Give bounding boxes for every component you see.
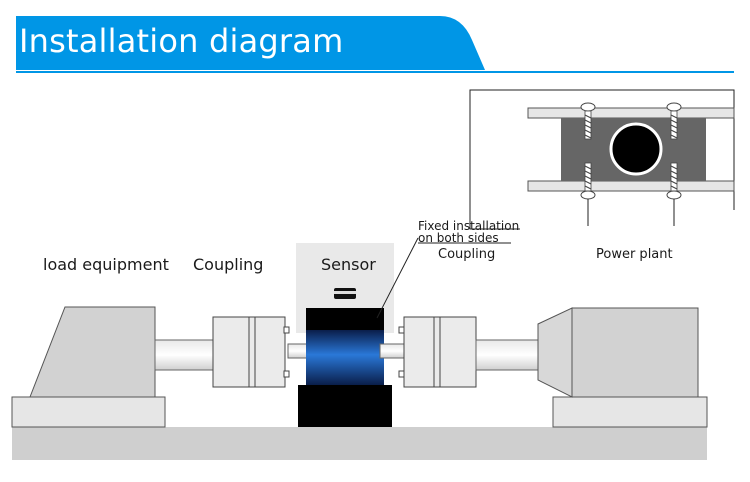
bolt-top-left <box>580 102 596 140</box>
left-coupling-screw-top <box>283 326 290 334</box>
bolt-top-right <box>666 102 682 140</box>
flange-bore <box>609 122 663 176</box>
shaft-from-sensor <box>379 343 405 359</box>
label-load-equipment: load equipment <box>43 255 169 274</box>
right-coupling <box>398 316 477 388</box>
header-banner <box>16 16 734 73</box>
flange-bottom-plate <box>527 180 735 192</box>
ground-slab <box>12 427 707 460</box>
left-coupling-body-a <box>212 316 250 388</box>
detail-leader-line <box>469 89 735 230</box>
label-power-plant: Power plant <box>596 247 673 262</box>
label-on-both-sides: on both sides <box>418 231 499 245</box>
flange-top-plate <box>527 107 735 119</box>
load-base <box>11 396 166 428</box>
label-sensor: Sensor <box>321 255 376 274</box>
left-coupling <box>212 316 290 388</box>
left-shaft <box>154 339 216 371</box>
motor-base <box>552 396 708 428</box>
left-coupling-body-b <box>248 316 286 388</box>
flange-detail <box>527 102 735 226</box>
load-body <box>29 306 156 398</box>
left-coupling-screw-bottom <box>283 370 290 378</box>
page-title: Installation diagram <box>19 22 344 60</box>
sensor-callout-line <box>376 237 419 319</box>
right-shaft <box>475 339 539 371</box>
right-coupling-body-b <box>439 316 477 388</box>
sensor-connector-band <box>334 291 356 294</box>
motor-body <box>571 307 699 398</box>
load-equipment <box>11 306 166 428</box>
right-coupling-body-a <box>403 316 441 388</box>
right-coupling-screw-top <box>398 326 405 334</box>
sensor-mount-base <box>298 385 392 427</box>
label-fixed-installation: Fixed installation <box>418 219 520 233</box>
label-coupling-left: Coupling <box>193 255 264 274</box>
header-banner-shape <box>16 16 485 70</box>
label-coupling-right: Coupling <box>438 247 496 262</box>
sensor-blue-body <box>306 330 384 385</box>
sensor-top-flange <box>306 308 384 330</box>
motor-front-cone <box>537 307 573 398</box>
power-plant-motor <box>537 307 708 428</box>
torque-sensor <box>298 288 392 427</box>
bolt-bottom-left <box>580 162 596 200</box>
right-coupling-screw-bottom <box>398 370 405 378</box>
